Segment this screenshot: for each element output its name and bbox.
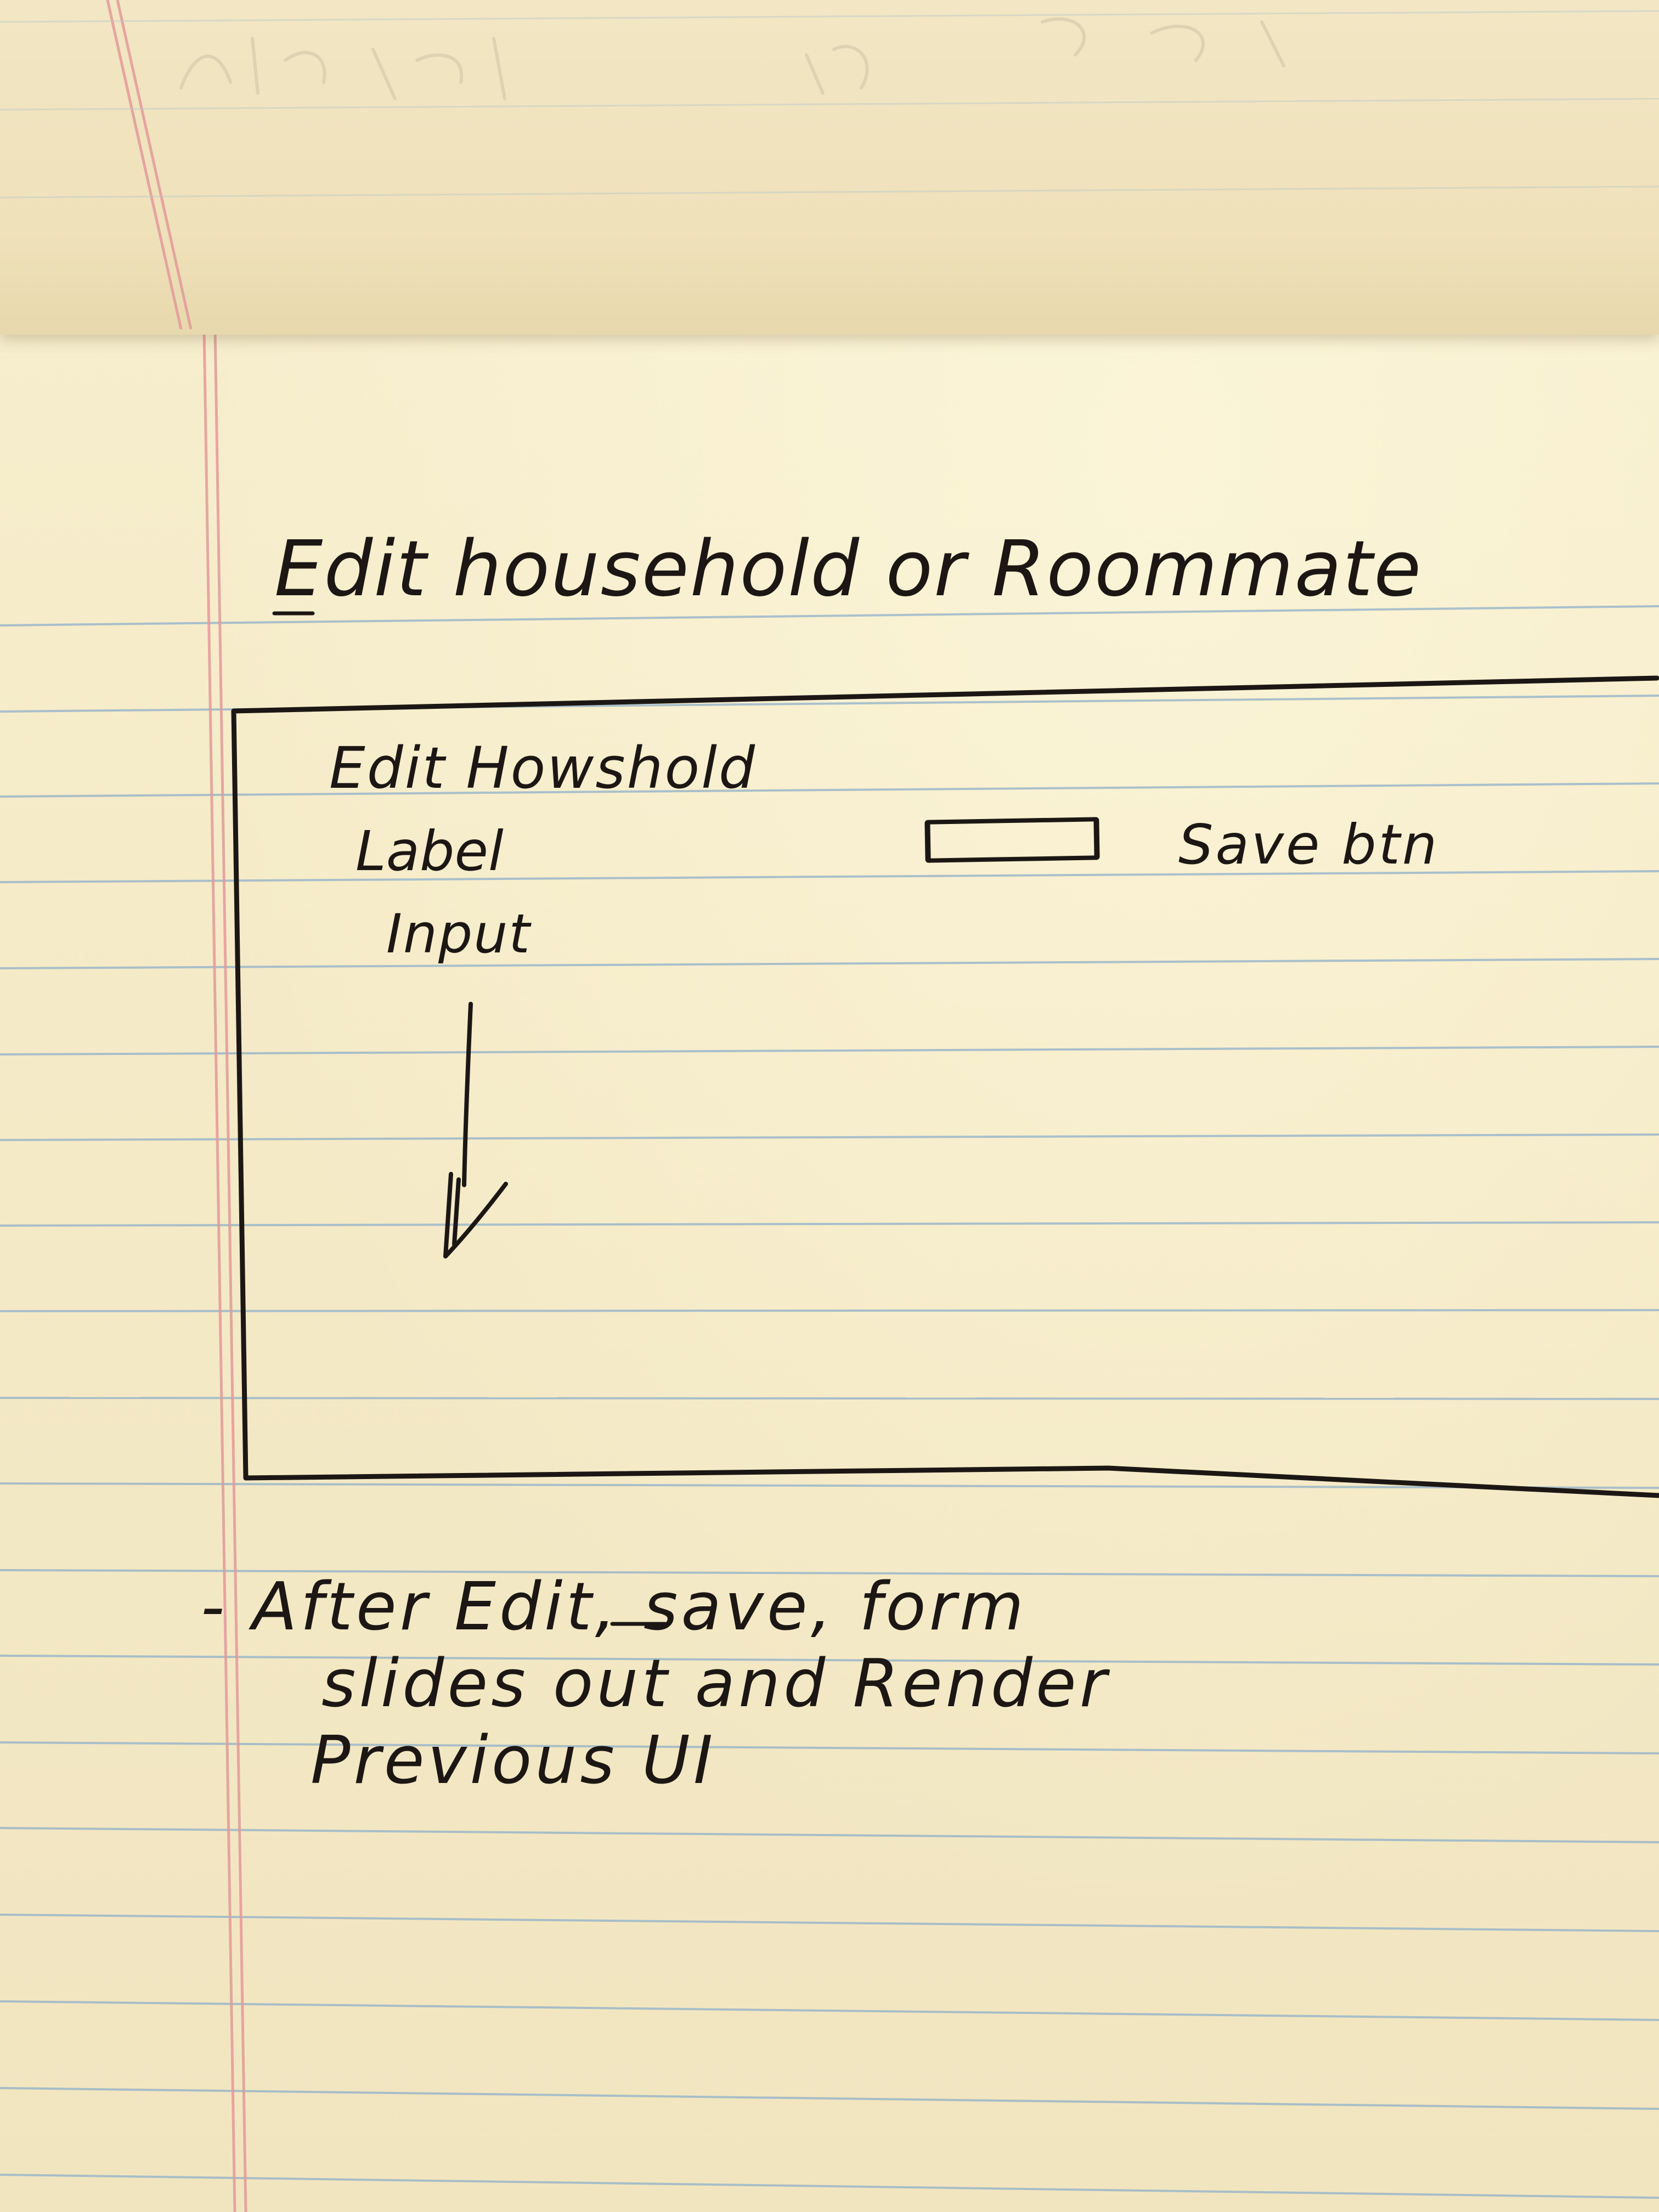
folded-top-sheet [0,0,1659,335]
save-button[interactable] [924,817,1100,863]
note-line-1: - After Edit, save, form [201,1569,1027,1645]
sketch-title: Edit household or Roommate [274,524,1423,614]
save-button-label: Save btn [1178,812,1440,877]
note-text: - After Edit, save, form slides out and … [201,1569,1110,1799]
form-title: Edit Howshold [329,735,757,802]
top-sheet-lines [0,0,1659,330]
field-input[interactable]: Input [386,903,531,966]
note-line-2: slides out and Render [321,1646,1110,1722]
note-line-3: Previous UI [311,1723,716,1799]
field-label: Label [356,819,504,883]
